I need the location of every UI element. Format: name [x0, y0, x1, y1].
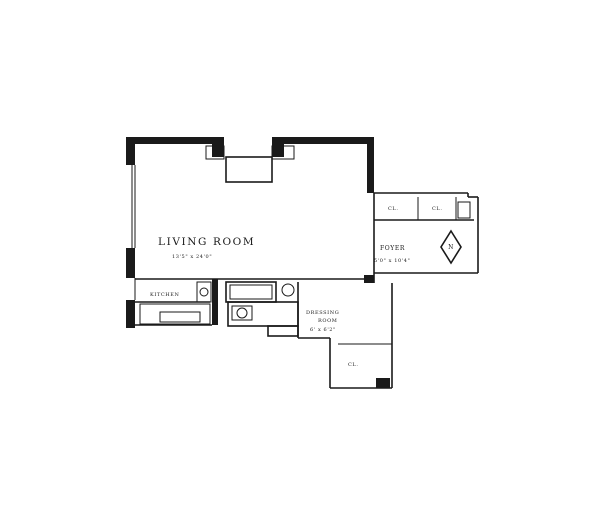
closet-1-label: CL.: [388, 206, 399, 212]
living-room-dims: 13'5" x 24'0": [172, 254, 212, 260]
closet-2-label: CL.: [432, 206, 443, 212]
dressing-room-walls: [297, 282, 393, 389]
foyer-walls: [373, 192, 479, 283]
windows: [131, 145, 295, 300]
dressing-room-name2: ROOM: [318, 318, 337, 324]
room-labels: LIVING ROOM 13'5" x 24'0" FOYER 5'0" x 1…: [150, 206, 443, 368]
kitchen-name: KITCHEN: [150, 292, 179, 298]
kitchen: [139, 279, 218, 325]
bathroom: [225, 281, 299, 337]
foyer-name: FOYER: [380, 245, 405, 252]
closet-3-label: CL.: [348, 362, 359, 368]
foyer-dims: 5'0" x 10'4": [374, 258, 410, 264]
dressing-room-name: DRESSING: [306, 310, 339, 316]
dressing-room-dims: 6' x 6'2": [310, 327, 336, 333]
built-in-cabinet: [225, 156, 273, 183]
living-room-name: LIVING ROOM: [158, 236, 255, 248]
compass-letter: N: [448, 244, 454, 251]
exterior-walls: [126, 137, 374, 328]
compass-icon: N: [440, 229, 462, 265]
